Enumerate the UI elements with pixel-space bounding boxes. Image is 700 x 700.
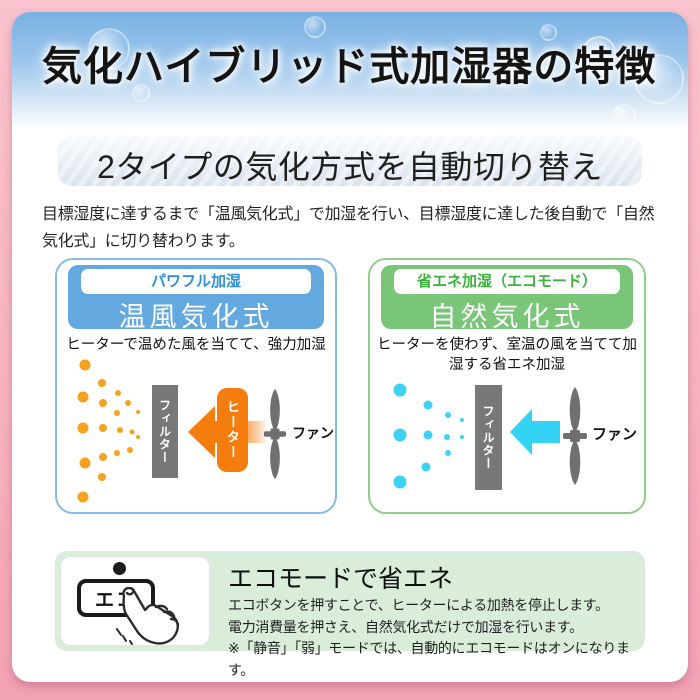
warm-card-description: ヒーターで温めた風を当てて、強力加湿 [66, 337, 326, 353]
eco-mode-box: エコ エコモードで省エネ [55, 551, 645, 678]
mist-dot [77, 391, 89, 403]
section-heading: 2タイプの気化方式を自動切り替え [97, 149, 603, 185]
content-panel: 気化ハイブリッド式加湿器の特徴 2タイプの気化方式を自動切り替え 目標湿度に達す… [12, 12, 688, 682]
fan-label: ファン [292, 425, 334, 441]
mist-dot [127, 447, 133, 453]
mist-dot [421, 462, 431, 472]
natural-evaporation-card: 省エネ加湿（エコモード） 自然気化式 ヒーターを使わず、室温の風を当てて加湿する… [368, 258, 646, 514]
natural-card-description: ヒーターを使わず、室温の風を当てて加湿する省エネ加湿 [377, 337, 637, 373]
section-heading-band: 2タイプの気化方式を自動切り替え [58, 136, 642, 186]
mist-dot [125, 400, 131, 406]
eco-line-3: ※「静音」「弱」モードでは、自動的にエコモードはオンになります。 [228, 640, 630, 679]
mist-dot [79, 457, 91, 469]
mist-dot [393, 383, 407, 397]
fan-icon [563, 387, 587, 485]
mist-dot [423, 400, 433, 410]
warm-evaporation-card: パワフル加湿 温風気化式 ヒーターで温めた風を当てて、強力加湿 フィルター [55, 258, 337, 514]
natural-filter-bar: フィルター [475, 385, 502, 490]
heater-label: ヒーター [225, 400, 240, 460]
bubble-decoration [304, 16, 326, 38]
bubble-decoration [634, 54, 684, 104]
eco-line-2: 電力消費量を押さえ、自然気化式だけで加湿を行います。 [228, 618, 583, 635]
eco-led-dot [113, 562, 126, 575]
eco-heading: エコモードで省エネ [228, 565, 454, 593]
mist-dot [99, 399, 107, 407]
natural-card-header: 省エネ加湿（エコモード） 自然気化式 [381, 265, 633, 332]
warm-filter-bar: フィルター [152, 385, 178, 478]
eco-button-illustration: エコ [61, 557, 209, 645]
mist-dot [460, 418, 464, 422]
mist-dot [117, 427, 123, 433]
bubble-decoration [612, 104, 636, 128]
warm-card-title: 温風気化式 [118, 302, 274, 332]
warm-diagram [57, 260, 335, 512]
eco-text: エコボタンを押すことで、ヒーターによる加熱を停止します。 電力消費量を押さえ、自… [228, 595, 645, 682]
bubble-decoration [132, 84, 150, 102]
pressing-hand-icon [116, 587, 180, 645]
hero-banner: 気化ハイブリッド式加湿器の特徴 [12, 12, 688, 130]
mist-dot [393, 475, 407, 489]
warm-card-header: パワフル加湿 温風気化式 [68, 265, 324, 332]
bubble-decoration [540, 24, 557, 41]
mist-dot [115, 390, 121, 396]
mist-dot [445, 412, 451, 418]
mist-dot [423, 430, 433, 440]
natural-card-title: 自然気化式 [429, 302, 585, 332]
mist-dot [129, 429, 135, 435]
mist-dot [136, 410, 140, 414]
page-title: 気化ハイブリッド式加湿器の特徴 [42, 44, 657, 89]
mist-dot [99, 424, 107, 432]
mist-dot [77, 422, 89, 434]
fan-label: ファン [592, 426, 638, 443]
mist-dot [98, 379, 106, 387]
eco-line-1: エコボタンを押すことで、ヒーターによる加熱を停止します。 [228, 597, 609, 613]
mist-dot [393, 428, 407, 442]
mist-dot [114, 450, 120, 456]
mist-dot [79, 359, 91, 371]
mist-dot [114, 410, 120, 416]
mist-dot [460, 435, 464, 439]
bubble-decoration [88, 28, 130, 70]
mist-dot [77, 491, 89, 503]
mist-dot [98, 473, 106, 481]
mist-dot [99, 453, 107, 461]
natural-diagram [370, 260, 644, 512]
filter-label: フィルター [481, 405, 495, 470]
bubble-decoration [582, 36, 616, 70]
filter-label: フィルター [157, 399, 172, 464]
mist-dot [445, 450, 451, 456]
warm-heater-bar: ヒーター [217, 388, 248, 472]
natural-card-badge: 省エネ加湿（エコモード） [394, 269, 620, 294]
warm-card-badge: パワフル加湿 [81, 269, 311, 294]
fan-icon [263, 388, 287, 480]
airflow-arrow-icon [510, 409, 560, 455]
intro-paragraph: 目標湿度に達するまで「温風気化式」で加湿を行い、目標湿度に達した後自動で「自然気… [42, 206, 655, 250]
mist-dot [136, 435, 140, 439]
mist-dot [444, 434, 450, 440]
